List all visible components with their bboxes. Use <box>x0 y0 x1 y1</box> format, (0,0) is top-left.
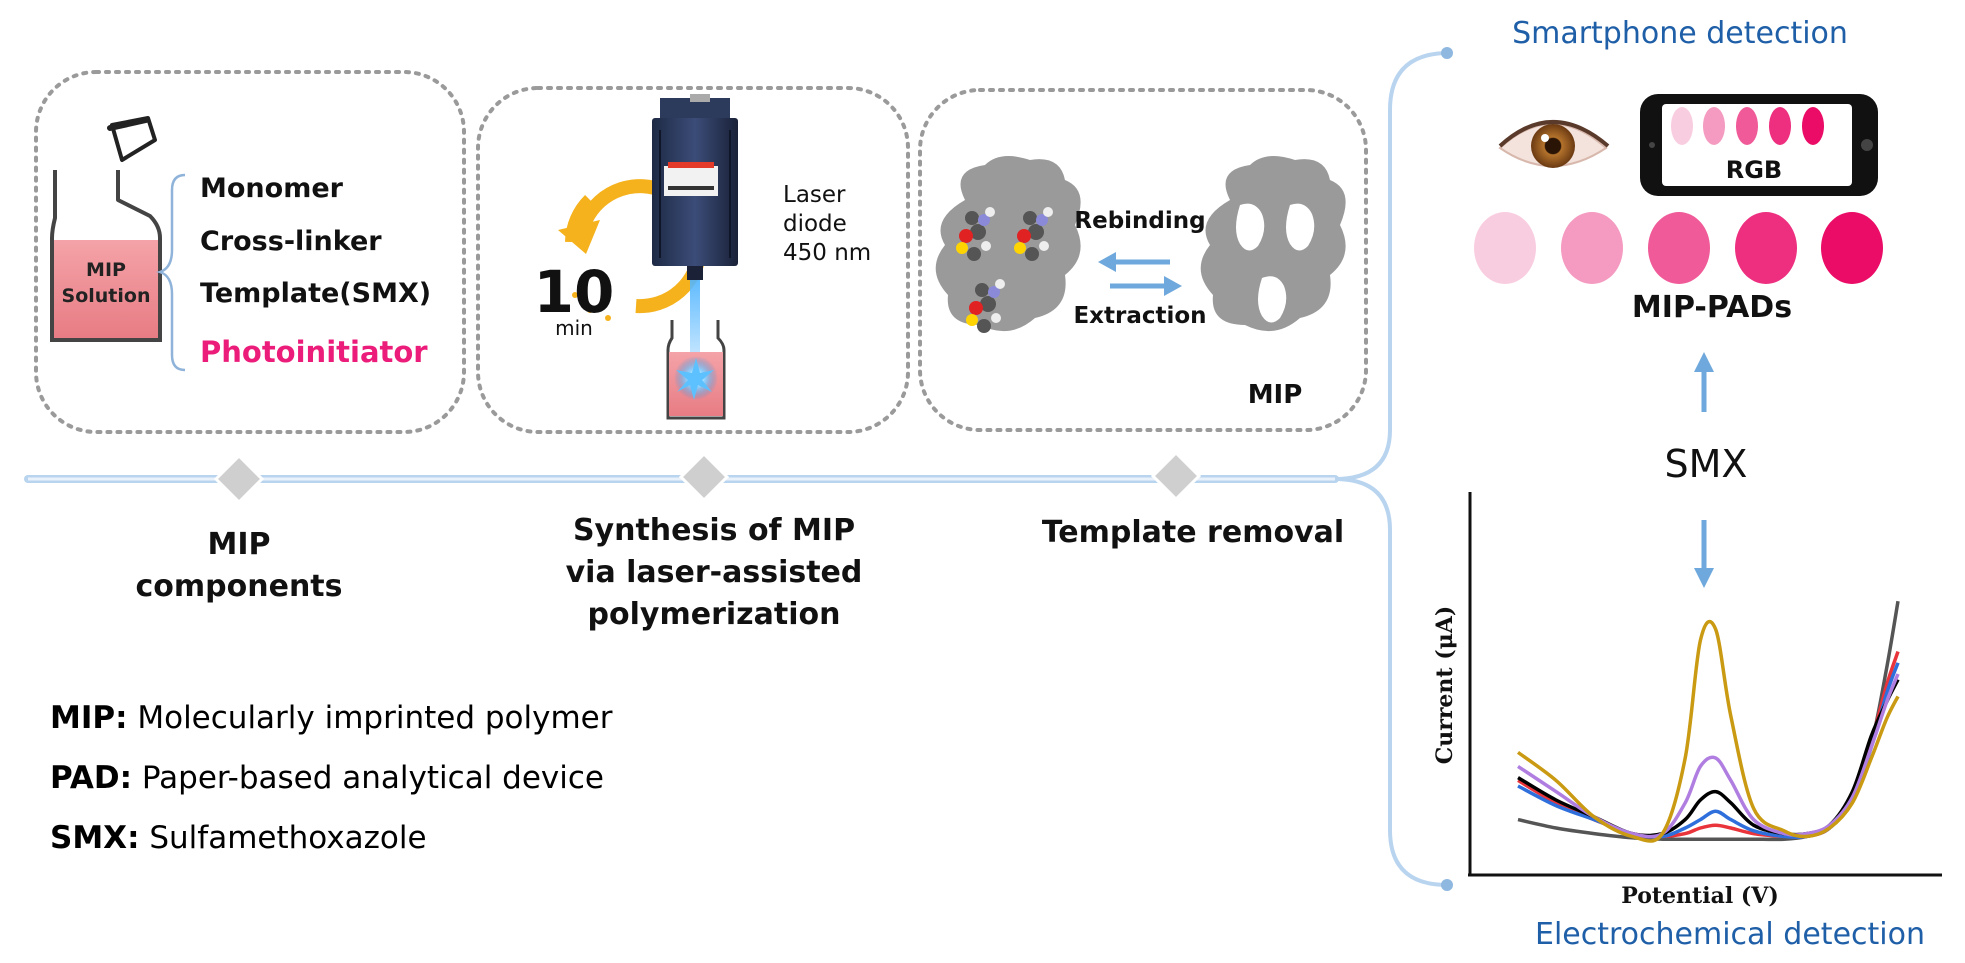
caption-components-2: components <box>136 569 343 604</box>
smartphone-icon: RGB <box>1640 94 1878 196</box>
smartphone-title: Smartphone detection <box>1512 16 1848 51</box>
synthesis-panel: 10 min Laser diode 450 nm <box>476 86 910 434</box>
legend-abbr: PAD: <box>50 760 132 796</box>
eye-icon <box>1498 120 1610 168</box>
legend-text: Molecularly imprinted polymer <box>137 700 613 736</box>
smartphone-detection: Smartphone detection RGB MIP-PADs <box>1474 16 1883 412</box>
template-molecule <box>966 279 1005 333</box>
legend-text: Paper-based analytical device <box>141 760 604 796</box>
laser-label-1: Laser <box>783 182 846 208</box>
vial-label-solution: Solution <box>62 285 151 307</box>
laser-diode-icon <box>652 94 738 280</box>
item-cross-linker: Cross-linker <box>200 226 382 257</box>
components-panel: MIP Solution Monomer Cross-linker Templa… <box>34 70 466 434</box>
item-photoinitiator: Photoinitiator <box>200 335 428 369</box>
pad-5 <box>1821 212 1883 284</box>
mip-label: MIP <box>1248 380 1303 410</box>
timeline <box>24 47 1453 891</box>
up-arrow-icon <box>1694 352 1714 412</box>
removal-frame <box>918 88 1368 432</box>
pad-4 <box>1735 212 1797 284</box>
x-axis-label: Potential (V) <box>1621 883 1778 909</box>
legend-abbr: SMX: <box>50 820 140 856</box>
timer-value: 10 <box>534 258 615 326</box>
caption-synthesis-2: via laser-assisted <box>566 555 863 590</box>
curve-5 <box>1517 673 1900 839</box>
laser-label-2: diode <box>783 211 847 237</box>
pads-label: MIP-PADs <box>1632 290 1792 325</box>
mip-imprinted <box>1200 156 1346 332</box>
legend-text: Sulfamethoxazole <box>149 820 427 856</box>
vial-label-mip: MIP <box>86 259 126 281</box>
reaction-vial <box>666 320 726 420</box>
down-arrow-icon <box>1694 520 1714 588</box>
components-frame <box>34 70 466 434</box>
legend-row-smx: SMX: Sulfamethoxazole <box>50 820 427 856</box>
laser-beam <box>690 280 700 368</box>
timeline-marker-icon <box>213 453 265 505</box>
rebinding-label: Rebinding <box>1074 208 1205 234</box>
rebinding-arrow-icon <box>1098 252 1170 272</box>
pad-2 <box>1561 212 1623 284</box>
synthesis-frame <box>476 86 910 434</box>
timeline-marker-icon <box>678 451 730 503</box>
template-molecule <box>1014 207 1053 261</box>
rgb-label: RGB <box>1726 156 1782 184</box>
pad-3 <box>1648 212 1710 284</box>
analyte-label: SMX <box>1665 442 1748 486</box>
curves-group <box>1516 600 1900 843</box>
solution-vial: MIP Solution <box>50 170 162 342</box>
caption-synthesis-3: polymerization <box>588 597 841 632</box>
legend-row-mip: MIP: Molecularly imprinted polymer <box>50 700 613 736</box>
y-axis-label: Current (μA) <box>1432 606 1458 765</box>
extraction-arrow-icon <box>1110 276 1182 296</box>
timer-unit: min <box>555 316 593 340</box>
mip-pads <box>1474 212 1883 284</box>
caption-components-1: MIP <box>207 527 270 562</box>
removal-panel: Rebinding Extraction MIP <box>918 88 1368 432</box>
vial-cap-icon <box>107 116 157 162</box>
timeline-marker-icon <box>1150 450 1202 502</box>
laser-label-3: 450 nm <box>783 240 871 266</box>
caption-removal: Template removal <box>1042 515 1344 550</box>
legend-abbr: MIP: <box>50 700 128 736</box>
legend-row-pad: PAD: Paper-based analytical device <box>50 760 604 796</box>
curve-6 <box>1516 619 1900 843</box>
mip-with-template <box>935 156 1081 333</box>
voltammogram: Current (μA) Potential (V) <box>1432 492 1942 909</box>
caption-synthesis-1: Synthesis of MIP <box>573 513 855 548</box>
pad-1 <box>1474 212 1536 284</box>
item-monomer: Monomer <box>200 173 344 204</box>
template-molecule <box>956 207 995 261</box>
components-brace <box>156 173 186 372</box>
item-template: Template(SMX) <box>200 278 431 309</box>
extraction-label: Extraction <box>1073 303 1206 329</box>
electro-title: Electrochemical detection <box>1535 917 1925 952</box>
